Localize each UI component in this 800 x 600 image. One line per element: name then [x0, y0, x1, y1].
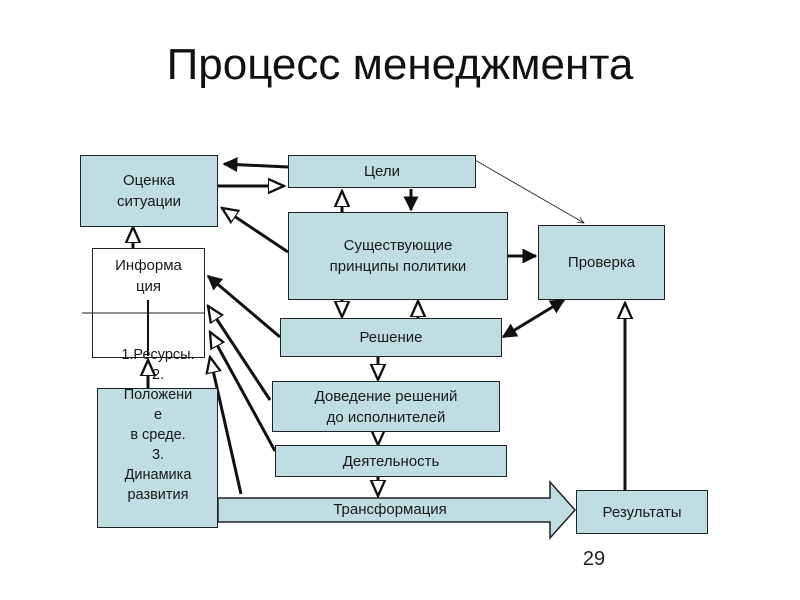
transformation-arrow: [217, 480, 577, 540]
node-policies-label: Существующие принципы политики: [329, 237, 467, 275]
node-goals-label: Цели: [363, 163, 401, 180]
page-number: 29: [582, 548, 606, 570]
arrow-activity-to-information: [210, 332, 277, 452]
node-check: Проверка: [538, 225, 665, 300]
node-policies: Существующие принципы политики: [288, 212, 508, 300]
arrow-decision-to-information: [206, 274, 281, 339]
node-assessment-label: Оценка ситуации: [117, 172, 181, 210]
arrow-communication-to-information: [208, 306, 272, 401]
arrow-transformation-to-information: [210, 357, 243, 495]
node-information-label: Информа ция: [115, 257, 182, 295]
node-communication-label: Доведение решений до исполнителей: [314, 387, 458, 426]
node-decision-label: Решение: [359, 329, 423, 346]
node-transformation-label: Трансформация: [333, 501, 447, 518]
arrow-goals-to-assessment: [222, 157, 289, 173]
node-results-label: Результаты: [602, 503, 682, 521]
node-decision: Решение: [280, 318, 502, 357]
arrow-policies-to-assessment: [222, 208, 289, 254]
node-activity-label: Деятельность: [342, 452, 440, 470]
node-assessment: Оценка ситуации: [80, 155, 218, 227]
node-goals: Цели: [288, 155, 476, 188]
node-resources: [97, 388, 218, 528]
slide-title: Процесс менеджмента: [166, 40, 634, 89]
arrow-decision-check: [501, 298, 566, 339]
node-communication: Доведение решений до исполнителей: [272, 381, 500, 432]
node-activity: Деятельность: [275, 445, 507, 477]
node-check-label: Проверка: [567, 254, 636, 271]
node-resources-label: 1.Ресурсы. 2. Положени е в среде. 3. Дин…: [121, 347, 195, 503]
arrow-goals-to-check: [474, 159, 584, 223]
node-results: Результаты: [576, 490, 708, 534]
